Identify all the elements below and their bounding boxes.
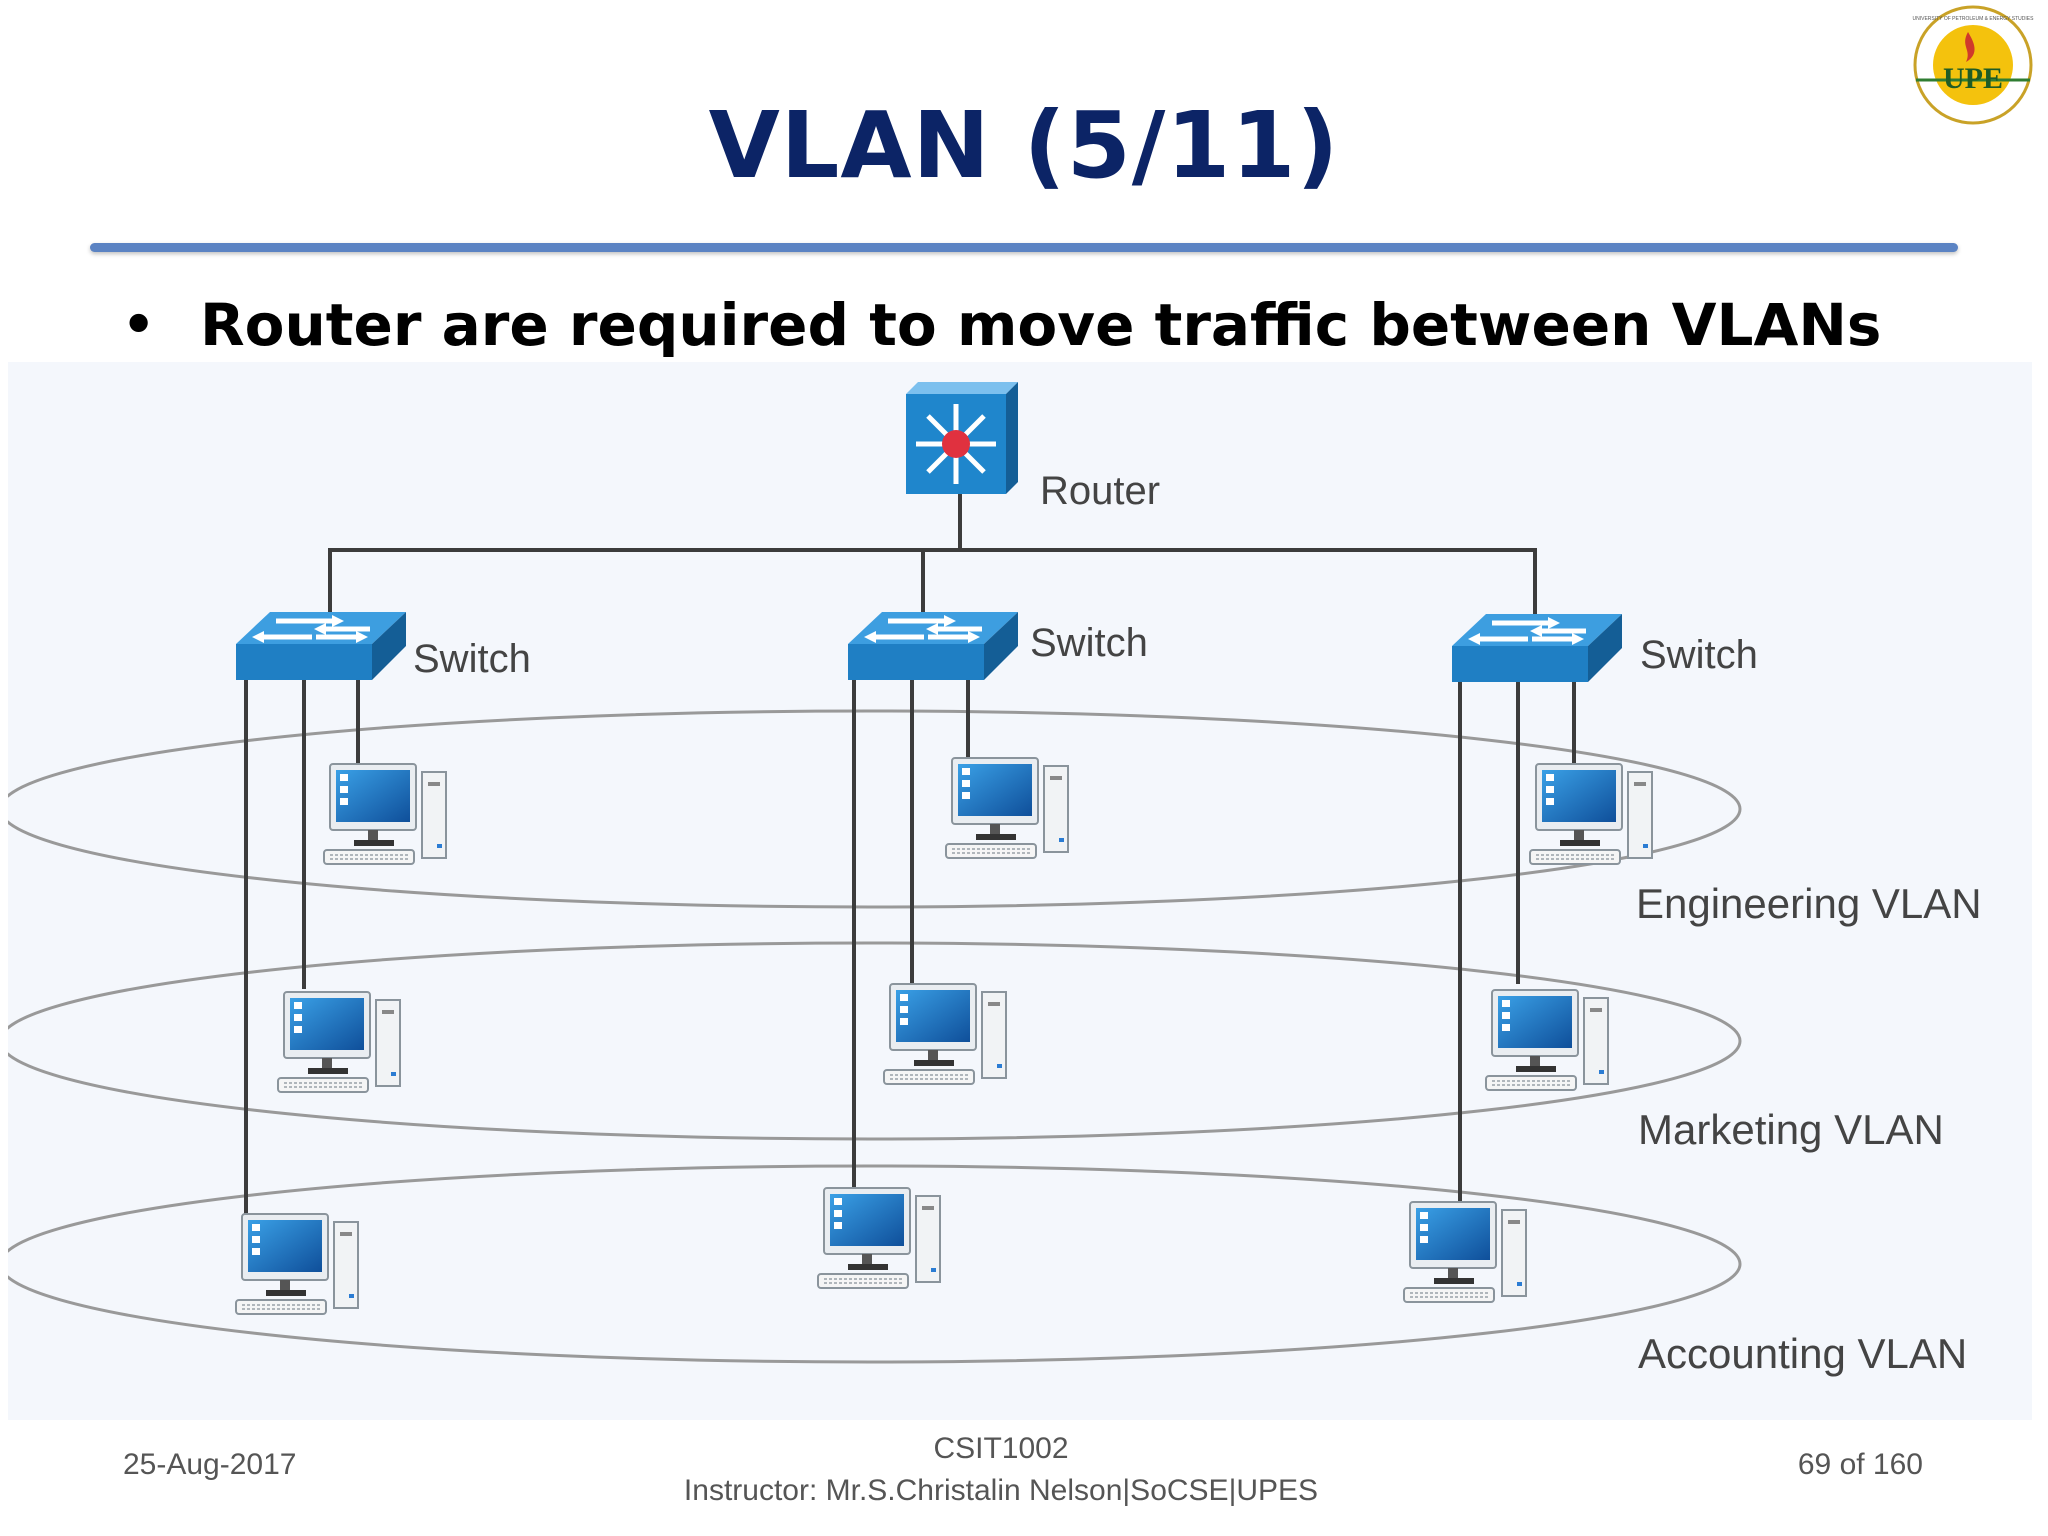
vlan-diagram: Router Switch Switch Switch Engineering … <box>0 362 2032 1420</box>
vlan-ring-accounting <box>0 1164 1742 1364</box>
footer-info: CSIT1002 Instructor: Mr.S.Christalin Nel… <box>0 1428 2002 1512</box>
university-logo: UPE UNIVERSITY OF PETROLEUM & ENERGY STU… <box>1913 5 2035 125</box>
bullet-text: Router are required to move traffic betw… <box>200 291 1882 359</box>
switch-icon <box>1452 614 1622 682</box>
router-icon <box>906 382 1018 494</box>
computer-icon <box>883 983 1007 1085</box>
router-label: Router <box>1040 469 1160 513</box>
computer-icon <box>323 763 447 865</box>
switch-icon <box>236 612 406 680</box>
computer-icon <box>945 757 1069 859</box>
title-divider <box>90 243 1958 252</box>
footer-instructor: Instructor: Mr.S.Christalin Nelson|SoCSE… <box>683 1474 1319 1507</box>
bullet-icon: • <box>122 295 156 355</box>
page-title: VLAN (5/11) <box>708 92 1340 199</box>
vlan-ring-engineering <box>0 709 1742 909</box>
footer-date: 25-Aug-2017 <box>123 1448 297 1481</box>
computer-icon <box>1529 763 1653 865</box>
logo-text: UPE <box>1943 62 2003 95</box>
switch-label: Switch <box>1030 621 1148 665</box>
switch-links <box>244 680 1576 1217</box>
switch-label: Switch <box>413 637 531 681</box>
computer-icon <box>235 1213 359 1315</box>
logo-ring-text: UNIVERSITY OF PETROLEUM & ENERGY STUDIES <box>1913 16 2035 22</box>
switch-label: Switch <box>1640 633 1758 677</box>
switch-icon <box>848 612 1018 680</box>
vlan-label-accounting: Accounting VLAN <box>1638 1330 1967 1377</box>
computer-icon <box>1403 1201 1527 1303</box>
footer-page-number: 69 of 160 <box>1797 1448 1923 1481</box>
vlan-label-engineering: Engineering VLAN <box>1636 880 1982 927</box>
vlan-label-marketing: Marketing VLAN <box>1638 1106 1944 1153</box>
vlan-ring-marketing <box>0 941 1742 1141</box>
computer-icon <box>1485 989 1609 1091</box>
router-links <box>328 494 1537 614</box>
computer-icon <box>817 1187 941 1289</box>
footer-course: CSIT1002 <box>933 1432 1069 1465</box>
bullet-point: • Router are required to move traffic be… <box>122 288 1881 362</box>
computer-icon <box>277 991 401 1093</box>
